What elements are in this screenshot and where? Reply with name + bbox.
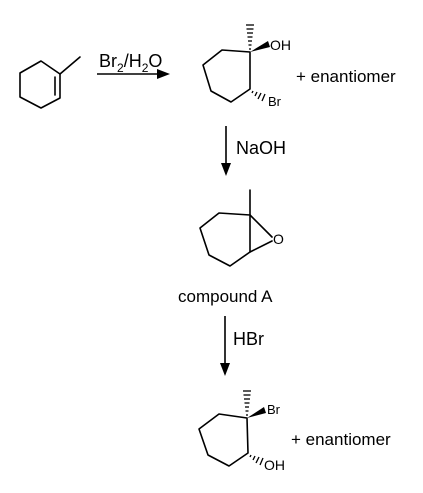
reaction-arrow-3 bbox=[220, 316, 230, 376]
epoxide-o-label: O bbox=[273, 231, 284, 247]
br-label: Br bbox=[268, 94, 282, 109]
methyl-bond bbox=[59, 56, 81, 75]
epoxide-c1-o-bond bbox=[249, 214, 273, 238]
final-cyclohexane-ring bbox=[198, 413, 249, 467]
compound-a-caption: compound A bbox=[178, 287, 273, 306]
bromohydrin-product: OH Br + enantiomer bbox=[202, 24, 396, 109]
reagent-br2-h2o: Br2/H2O bbox=[99, 51, 162, 75]
enantiomer-note-2: + enantiomer bbox=[291, 430, 391, 449]
epoxide-cyclohexane-ring bbox=[199, 212, 251, 267]
wedge-bond-oh bbox=[250, 41, 270, 52]
hashed-methyl-bond bbox=[246, 24, 254, 50]
starting-material-methylcyclohexene bbox=[19, 56, 81, 109]
reagent-naoh: NaOH bbox=[236, 138, 286, 158]
final-product-bromoalcohol: Br OH + enantiomer bbox=[198, 390, 391, 473]
oh-label: OH bbox=[270, 37, 291, 53]
cyclohexane-ring bbox=[202, 49, 251, 103]
reaction-arrow-1 bbox=[97, 69, 170, 79]
final-hashed-bond-oh bbox=[249, 454, 264, 466]
final-hashed-methyl-bond bbox=[243, 390, 251, 416]
enantiomer-note-1: + enantiomer bbox=[296, 67, 396, 86]
hashed-bond-br bbox=[251, 90, 266, 102]
cyclohexene-ring bbox=[19, 60, 61, 109]
compound-a-epoxide: O compound A bbox=[178, 189, 284, 306]
reagent-hbr: HBr bbox=[233, 329, 264, 349]
final-br-label: Br bbox=[267, 402, 281, 417]
reaction-arrow-2 bbox=[221, 126, 231, 176]
final-oh-label: OH bbox=[264, 457, 285, 473]
final-wedge-bond-br bbox=[247, 407, 266, 418]
epoxide-c2-o-bond bbox=[249, 240, 273, 253]
